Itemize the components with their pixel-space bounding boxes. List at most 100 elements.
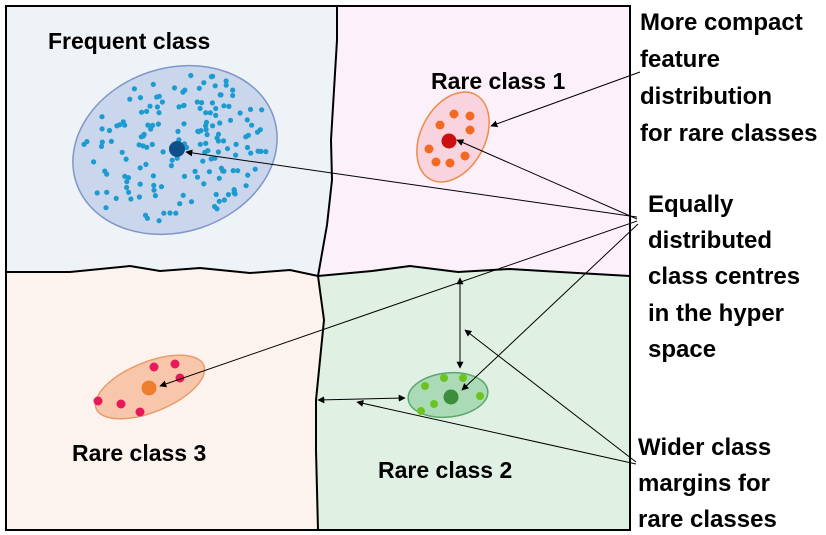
feature-point: [180, 192, 186, 198]
feature-point: [145, 122, 151, 128]
feature-point: [200, 158, 206, 164]
feature-point: [424, 144, 434, 154]
feature-point: [207, 110, 213, 116]
rare-class-1-feature-points: [424, 109, 475, 168]
feature-point: [213, 105, 219, 112]
horizontal-boundary: [6, 264, 631, 278]
feature-point: [449, 109, 459, 119]
feature-point: [159, 99, 165, 105]
feature-point: [137, 95, 144, 101]
wider-margins-annotation: Wider class margins for rare classes: [638, 434, 778, 533]
feature-point: [99, 114, 105, 120]
feature-point: [151, 187, 157, 193]
feature-point: [255, 148, 261, 154]
feature-point: [230, 92, 236, 99]
feature-point: [139, 109, 145, 115]
feature-point: [460, 151, 470, 161]
feature-point: [149, 362, 159, 372]
compact-distribution-annotation: More compact feature distribution for ra…: [640, 9, 817, 147]
feature-point: [208, 156, 214, 162]
feature-point: [247, 106, 254, 112]
feature-point: [201, 80, 207, 86]
centre-arrow-frequent: [185, 149, 638, 218]
feature-point: [137, 181, 143, 187]
feature-point: [181, 121, 187, 127]
rare-class-2-centre: [443, 389, 459, 405]
feature-point: [155, 121, 161, 127]
feature-point: [171, 85, 178, 91]
feature-point: [459, 374, 467, 382]
feature-point: [137, 165, 143, 171]
equal-centres-annotation: Equally distributed class centres in the…: [648, 191, 807, 363]
feature-point: [223, 82, 229, 88]
feature-point: [417, 407, 425, 415]
feature-point: [216, 198, 222, 204]
feature-point: [214, 206, 220, 212]
rare-class-3-centre: [141, 380, 157, 396]
feature-point: [93, 396, 103, 406]
rare-class-1-centre: [441, 133, 457, 149]
feature-point: [197, 141, 203, 147]
feature-point: [225, 192, 231, 198]
feature-point: [127, 96, 133, 102]
feature-point: [175, 128, 181, 134]
feature-point: [440, 374, 448, 382]
feature-point: [119, 149, 125, 155]
feature-point: [205, 148, 211, 154]
feature-point: [167, 210, 173, 216]
feature-point: [445, 158, 455, 168]
feature-point: [176, 104, 182, 110]
feature-point: [213, 112, 219, 118]
centre-arrow-rare-3: [159, 220, 638, 388]
feature-point: [116, 399, 126, 409]
feature-point: [103, 205, 109, 211]
feature-point: [226, 103, 232, 109]
feature-point: [203, 127, 209, 133]
feature-point: [201, 181, 207, 187]
feature-point: [435, 120, 445, 130]
feature-point: [181, 173, 188, 179]
rare-class-2-feature-points: [417, 374, 484, 415]
feature-point: [161, 210, 167, 216]
feature-point: [168, 163, 174, 169]
feature-point: [233, 152, 239, 158]
feature-point: [245, 172, 251, 178]
feature-point: [138, 134, 144, 140]
compact-distribution-arrow: [490, 71, 641, 128]
feature-point: [114, 123, 120, 129]
feature-point: [151, 182, 157, 188]
feature-point: [173, 210, 179, 216]
feature-point: [196, 85, 202, 91]
frequent-class-centre: [169, 141, 185, 157]
feature-point: [144, 108, 150, 114]
feature-point: [194, 99, 200, 105]
wider-margin-arrow-to-horizontal: [356, 399, 637, 465]
feature-point: [188, 72, 194, 79]
feature-point: [230, 87, 236, 93]
feature-point: [217, 92, 223, 98]
feature-point: [150, 81, 156, 87]
feature-point: [249, 122, 255, 128]
rare-class-3-label: Rare class 3: [72, 440, 206, 466]
feature-point: [149, 141, 155, 147]
centre-arrow-rare-2: [461, 223, 639, 391]
feature-point: [143, 161, 149, 167]
feature-point: [106, 127, 113, 134]
feature-point: [215, 149, 221, 155]
feature-point: [206, 169, 212, 175]
feature-point: [194, 174, 201, 180]
feature-point: [156, 110, 162, 116]
feature-point: [195, 128, 201, 134]
feature-point: [203, 110, 209, 116]
feature-point: [188, 199, 195, 205]
feature-point: [84, 139, 90, 145]
wider-margin-arrow-to-vertical: [464, 329, 637, 463]
feature-point: [123, 156, 129, 162]
feature-point: [465, 125, 475, 135]
feature-point: [244, 117, 250, 123]
feature-point: [223, 78, 229, 84]
feature-point: [227, 117, 234, 123]
feature-point: [182, 87, 188, 93]
feature-point: [230, 168, 236, 174]
feature-point: [248, 150, 254, 156]
